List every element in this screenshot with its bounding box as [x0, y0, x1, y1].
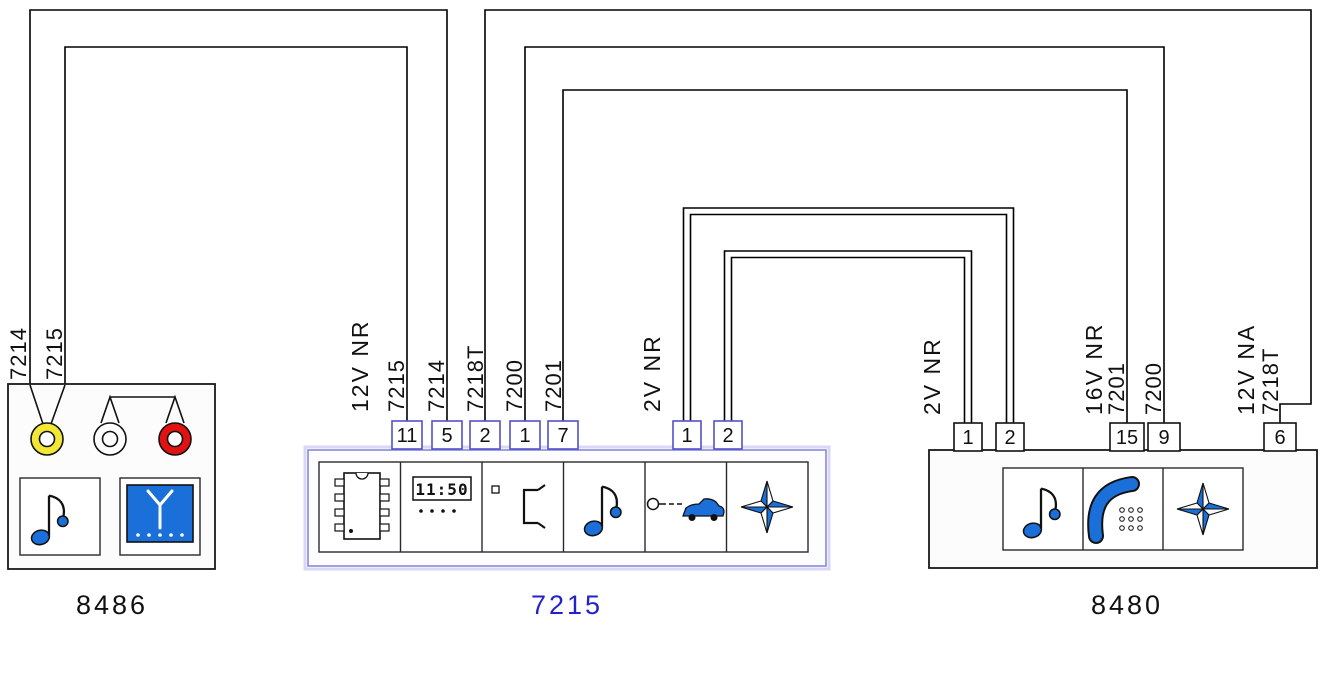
- pin-7: 7: [557, 425, 568, 447]
- lamp-white: [93, 422, 127, 456]
- pin-box-2: [469, 420, 501, 450]
- component-7215-label: 7215: [531, 590, 603, 620]
- pin-1: 1: [519, 425, 530, 447]
- lamp-bridge-links: [100, 394, 185, 424]
- pin-9: 9: [1158, 427, 1169, 449]
- wire-label-7200-right: 7200: [1141, 362, 1166, 415]
- connector-8480-speaker: 1 2: [953, 422, 1025, 452]
- component-8480-label: 8480: [1091, 590, 1163, 620]
- icon-strip-dividers-8480: [1082, 468, 1164, 550]
- pin-15: 15: [1116, 427, 1138, 449]
- connector-7215-speaker: 1 2: [672, 420, 743, 450]
- wire-label-7218T: 7218T: [463, 345, 488, 412]
- key-car-icon: [646, 497, 725, 521]
- spk-pin-1: 1: [962, 427, 973, 449]
- spk-pin-box-1: [953, 422, 983, 452]
- lamp-feed-lines: [29, 384, 66, 425]
- spk-pin-2: 2: [722, 425, 733, 447]
- speaker-wire-outer-a: [682, 207, 1015, 423]
- pin-box-11: [391, 420, 423, 450]
- icon-strip-dividers: [399, 462, 728, 552]
- gauge-label-12v-nr: 12V NR: [347, 319, 373, 412]
- component-8480: 8480: [928, 449, 1318, 620]
- phone-icon: [1087, 476, 1143, 544]
- component-8486-label: 8486: [76, 590, 148, 620]
- wire-7201: [562, 89, 1128, 423]
- clock-icon: 11:50: [412, 476, 472, 513]
- wire-label-7201-right: 7201: [1104, 362, 1129, 415]
- component-8486: 8486: [7, 383, 216, 620]
- pin-5: 5: [441, 425, 452, 447]
- connector-7215-main: 11 5 2 1 7: [391, 420, 579, 450]
- wire-label-7200: 7200: [502, 359, 527, 412]
- pin-box-1: [509, 420, 541, 450]
- speaker-wire-inner-b: [730, 256, 966, 423]
- wire-7215: [64, 46, 408, 421]
- pin-11: 11: [397, 425, 418, 447]
- wire-label-7214: 7214: [424, 359, 449, 412]
- lamp-yellow: [30, 422, 64, 456]
- pin-box-7: [547, 420, 579, 450]
- pin-box-15: [1109, 422, 1145, 452]
- antenna-display-icon: [126, 484, 194, 543]
- gauge-label-2v-nr-right: 2V NR: [919, 337, 945, 415]
- speaker-wire-outer-b: [689, 213, 1008, 423]
- bracket-icon: [491, 484, 546, 529]
- wire-label-7215: 7215: [384, 359, 409, 412]
- pin-6: 6: [1274, 427, 1285, 449]
- chip-icon: [334, 472, 390, 540]
- pin-2: 2: [479, 425, 490, 447]
- wire-7218T: [484, 9, 1312, 423]
- speaker-wire-inner-a: [723, 250, 973, 423]
- wire-7214: [29, 9, 448, 421]
- wire-label-7218T-right: 7218T: [1258, 348, 1283, 415]
- gauge-label-16v-nr: 16V NR: [1081, 322, 1107, 415]
- wire-label-left-7215: 7215: [42, 327, 67, 380]
- pin-box-5: [431, 420, 463, 450]
- wire-label-left-7214: 7214: [6, 327, 31, 380]
- gauge-label-12v-na: 12V NA: [1233, 324, 1259, 415]
- spk-pin-1: 1: [681, 425, 692, 447]
- connector-8480-main: 15 9 6: [1109, 422, 1297, 452]
- gauge-label-2v-nr-middle: 2V NR: [639, 334, 665, 412]
- clock-time-text: 11:50: [415, 480, 468, 499]
- component-7215: 11:50 7215: [303, 445, 831, 620]
- spk-pin-box-1: [672, 420, 702, 450]
- wire-7200: [524, 46, 1165, 423]
- wire-label-7201: 7201: [541, 359, 566, 412]
- spk-pin-box-2: [713, 420, 743, 450]
- pin-box-6: [1263, 422, 1297, 452]
- pin-box-9: [1147, 422, 1181, 452]
- spk-pin-box-2: [995, 422, 1025, 452]
- harness-wires: [29, 9, 1312, 423]
- lamp-red: [158, 422, 192, 456]
- spk-pin-2: 2: [1004, 427, 1015, 449]
